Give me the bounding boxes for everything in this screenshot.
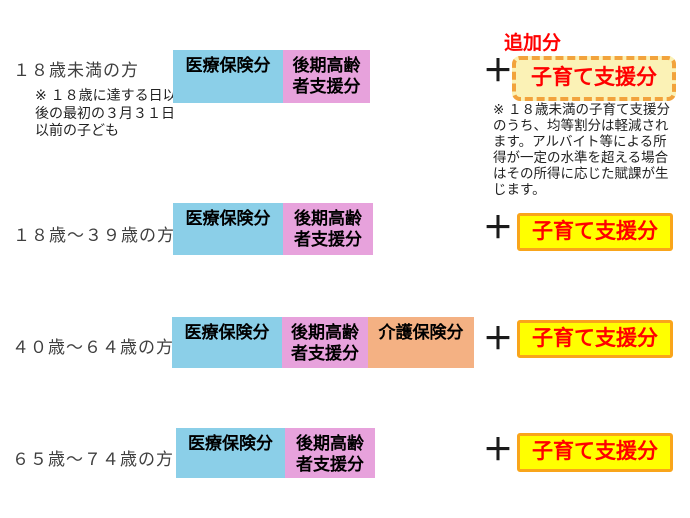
age-group-40-64-label: ４０歳～６４歳の方 — [12, 338, 174, 357]
elderly-support-box: 後期高齢 者支援分 — [282, 317, 368, 368]
plus-sign: ＋ — [483, 55, 513, 88]
plus-sign: ＋ — [483, 323, 513, 356]
medical-insurance-box: 医療保険分 — [176, 428, 285, 478]
age-group-under-18-note: ※ １８歳に達する日以 後の最初の３月３１日 以前の子ども — [35, 87, 177, 138]
child-support-box: 子育て支援分 — [517, 213, 673, 251]
medical-insurance-box: 医療保険分 — [173, 203, 283, 255]
elderly-support-box: 後期高齢 者支援分 — [283, 50, 370, 103]
child-support-box: 子育て支援分 — [517, 433, 673, 472]
medical-insurance-box: 医療保険分 — [172, 317, 282, 368]
medical-insurance-box: 医療保険分 — [173, 50, 283, 103]
long-term-care-insurance-box: 介護保険分 — [368, 317, 474, 368]
added-portion-label: 追加分 — [504, 33, 562, 54]
plus-sign: ＋ — [483, 212, 513, 245]
age-group-under-18-label: １８歳未満の方 — [13, 61, 139, 80]
plus-sign: ＋ — [483, 434, 513, 467]
elderly-support-box: 後期高齢 者支援分 — [285, 428, 375, 478]
child-support-note: ※ １８歳未満の子育て支援分 のうち、均等割分は軽減され ます。アルバイト等によ… — [493, 102, 671, 197]
child-support-box: 子育て支援分 — [517, 320, 673, 358]
age-group-65-74-label: ６５歳～７４歳の方 — [12, 450, 174, 469]
child-support-dashed-box: 子育て支援分 — [512, 56, 676, 101]
elderly-support-box: 後期高齢 者支援分 — [283, 203, 373, 255]
age-group-18-39-label: １８歳～３９歳の方 — [13, 226, 175, 245]
